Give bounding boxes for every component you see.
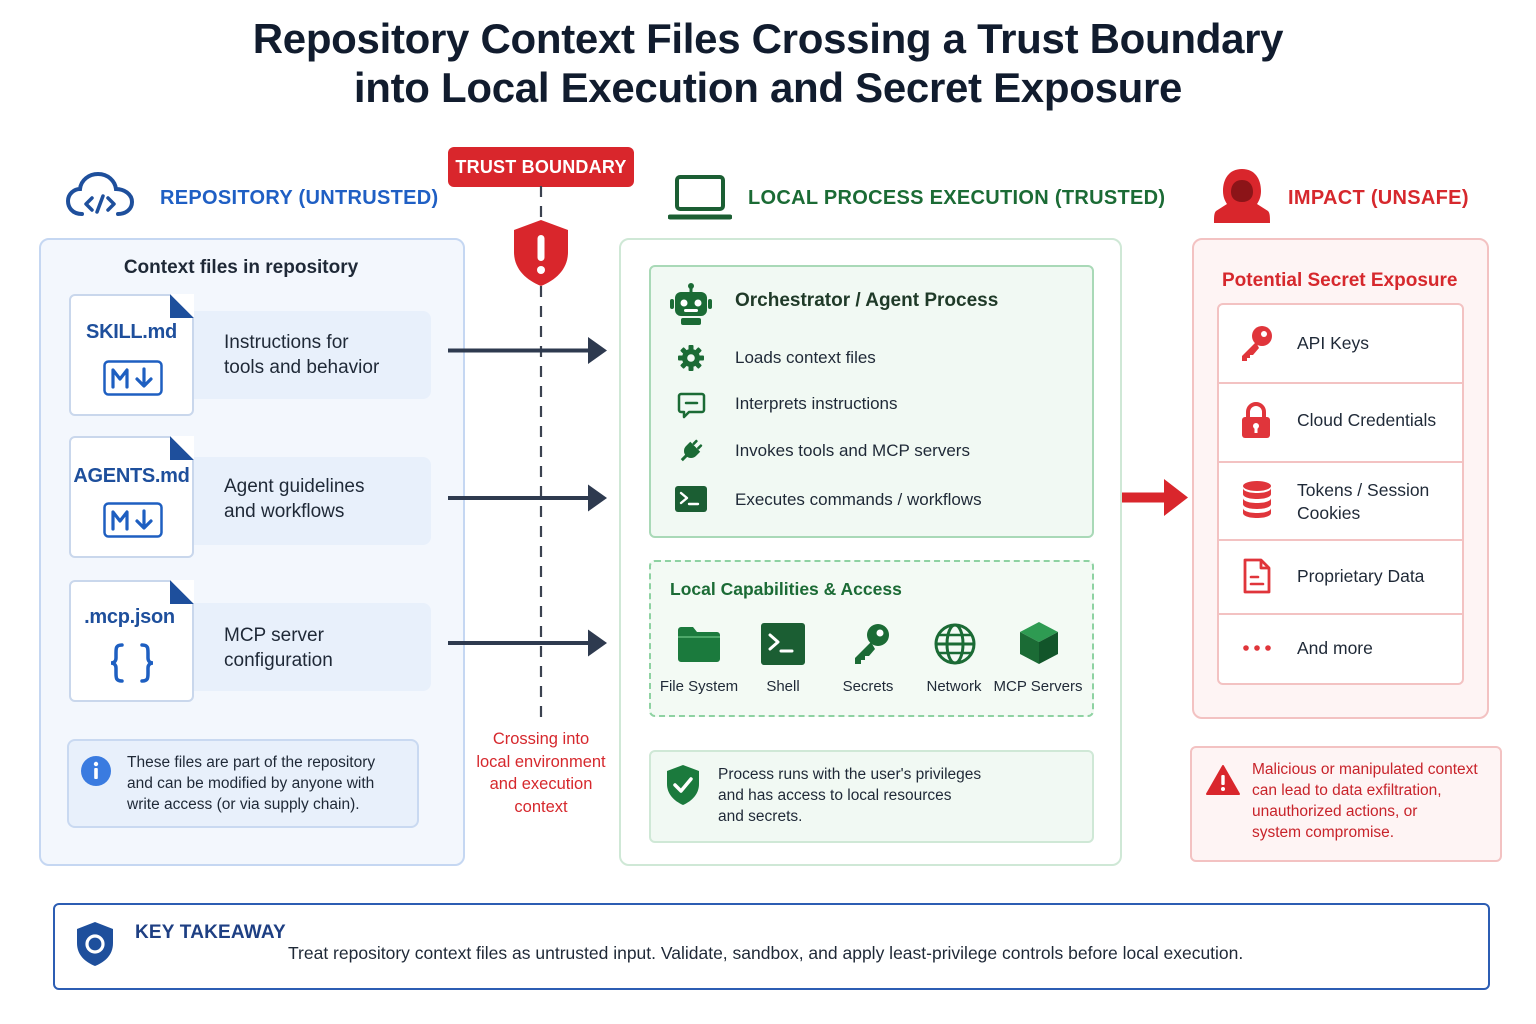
orchestrator-item-interpret: Interprets instructions [735, 394, 898, 413]
agents-file-name: AGENTS.md [73, 465, 190, 487]
impact-header: IMPACT (UNSAFE) [1288, 187, 1469, 209]
cloud-code-icon [66, 171, 135, 216]
impact-arrow [1122, 479, 1188, 516]
lock-icon [1242, 402, 1270, 438]
skill-description: Instructions for tools and behavior [224, 332, 380, 378]
document-icon [1243, 558, 1271, 594]
ellipsis-icon [1243, 645, 1271, 651]
skill-file-card[interactable] [69, 294, 194, 416]
capability-shell: Shell [766, 678, 800, 695]
warning-icon [1206, 765, 1240, 795]
key-takeaway-text: Treat repository context files as untrus… [288, 943, 1244, 963]
mcp-description-box [193, 603, 431, 691]
terminal-icon [675, 486, 707, 512]
markdown-icon [103, 360, 163, 396]
check-shield-icon [667, 765, 699, 805]
orchestrator-title: Orchestrator / Agent Process [735, 290, 999, 311]
skill-file-name: SKILL.md [86, 321, 177, 343]
arrow-mcp [448, 629, 607, 657]
arrow-skill [448, 337, 607, 364]
skill-description-box [193, 311, 431, 399]
agents-description-box [193, 457, 431, 545]
boundary-caption: Crossing into local environment and exec… [476, 730, 606, 816]
warning-box [1190, 746, 1502, 862]
key-icon [855, 624, 889, 664]
repository-note: These files are part of the repository a… [127, 754, 376, 813]
warning-note: Malicious or manipulated context can lea… [1252, 761, 1478, 841]
curly-braces-icon [110, 643, 154, 683]
repository-header: REPOSITORY (UNTRUSTED) [160, 187, 439, 209]
privilege-note: Process runs with the user's privileges … [718, 766, 982, 825]
orchestrator-item-load: Loads context files [735, 348, 876, 367]
flow-arrows [448, 337, 607, 657]
capabilities-title: Local Capabilities & Access [670, 579, 902, 599]
laptop-icon [668, 175, 732, 220]
agents-description: Agent guidelines and workflows [224, 476, 365, 522]
gear-icon [678, 345, 704, 371]
shell-terminal-icon [761, 623, 805, 665]
capability-secrets: Secrets [842, 678, 894, 695]
agents-file-card[interactable] [69, 436, 194, 558]
info-icon [81, 756, 111, 786]
exposure-api-keys: API Keys [1297, 333, 1369, 353]
mcp-description: MCP server configuration [224, 625, 333, 671]
privilege-box [649, 750, 1094, 843]
mcp-file-card[interactable] [69, 580, 194, 702]
cube-icon [1020, 622, 1058, 664]
exposure-and-more: And more [1297, 638, 1373, 658]
exposure-cloud-credentials: Cloud Credentials [1297, 410, 1437, 430]
repository-note-box [67, 739, 419, 828]
exposure-separator [1219, 613, 1462, 615]
title-line-1: Repository Context Files Crossing a Trus… [252, 15, 1284, 62]
title-line-2: into Local Execution and Secret Exposure [353, 64, 1183, 111]
chat-icon [677, 392, 706, 419]
exposure-separator [1219, 539, 1462, 541]
globe-icon [934, 623, 976, 665]
mcp-file-name: .mcp.json [84, 606, 175, 628]
security-shield-icon [77, 922, 113, 966]
capability-file-system: File System [659, 678, 739, 695]
key-icon [1242, 326, 1272, 361]
page-title: Repository Context Files Crossing a Trus… [0, 14, 1536, 112]
arrow-agents [448, 484, 607, 512]
trust-boundary-label: TRUST BOUNDARY [448, 147, 634, 187]
plug-icon [680, 439, 703, 462]
context-files-title: Context files in repository [123, 257, 359, 278]
hooded-attacker-icon [1214, 169, 1270, 223]
markdown-icon [103, 502, 163, 538]
orchestrator-item-invoke: Invokes tools and MCP servers [735, 441, 970, 460]
exposure-separator [1219, 382, 1462, 384]
robot-icon [670, 283, 712, 325]
key-takeaway-box [53, 903, 1490, 990]
capability-mcp-servers: MCP Servers [993, 678, 1083, 695]
exposure-proprietary-data: Proprietary Data [1297, 566, 1425, 586]
folder-icon [678, 627, 720, 662]
local-header: LOCAL PROCESS EXECUTION (TRUSTED) [748, 187, 1166, 209]
exposure-title: Potential Secret Exposure [1222, 270, 1458, 291]
orchestrator-item-execute: Executes commands / workflows [735, 490, 982, 509]
orchestrator-box [649, 265, 1094, 538]
exposure-tokens: Tokens / Session Cookies [1297, 480, 1430, 523]
warning-shield-icon [514, 220, 568, 286]
capability-network: Network [926, 678, 982, 695]
exposure-separator [1219, 461, 1462, 463]
database-icon [1243, 481, 1271, 518]
key-takeaway-title: KEY TAKEAWAY [135, 922, 286, 943]
